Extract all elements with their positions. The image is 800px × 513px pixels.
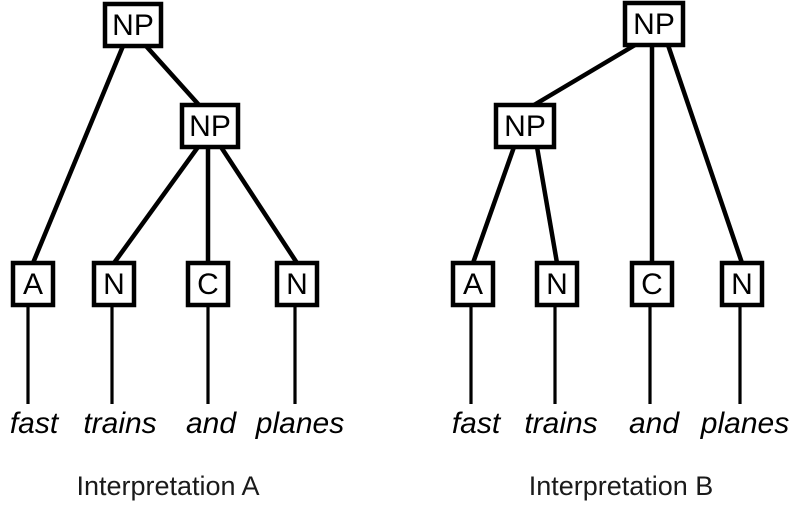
node-box xyxy=(179,102,241,150)
leaf-word-planes: planes xyxy=(700,407,789,440)
node-a-pos-n1[interactable]: N xyxy=(91,260,137,308)
node-a-pos-n2[interactable]: N xyxy=(274,260,320,308)
tree-b-edges xyxy=(470,43,745,264)
node-box xyxy=(534,260,580,308)
node-box xyxy=(10,260,56,308)
leaf-word-trains: trains xyxy=(83,407,156,440)
tree-interpretation-b: NP NP A N C N fast trains and planes Int… xyxy=(450,0,789,501)
node-b-pos-n2[interactable]: N xyxy=(719,260,765,308)
node-label: N xyxy=(731,268,753,301)
leaf-word-planes: planes xyxy=(255,407,344,440)
tree-a-edges xyxy=(30,44,299,265)
leaf-word-and: and xyxy=(186,407,237,440)
node-a-pos-c[interactable]: C xyxy=(185,260,231,308)
node-a-np-inner[interactable]: NP xyxy=(179,102,241,150)
node-label: A xyxy=(463,268,483,301)
edge-b-root-to-n2 xyxy=(665,44,745,264)
node-b-pos-c[interactable]: C xyxy=(629,260,675,308)
caption-interpretation-a: Interpretation A xyxy=(76,471,259,501)
node-label: C xyxy=(641,268,663,301)
node-label: N xyxy=(103,268,125,301)
node-box xyxy=(91,260,137,308)
edge-a-np-to-n2 xyxy=(219,145,299,265)
node-b-pos-a[interactable]: A xyxy=(450,260,496,308)
node-b-np-inner[interactable]: NP xyxy=(493,102,557,150)
node-b-np-root[interactable]: NP xyxy=(622,0,686,48)
node-label: NP xyxy=(189,110,231,143)
edge-b-np-to-a xyxy=(470,146,517,264)
leaf-word-fast: fast xyxy=(10,407,60,440)
node-box xyxy=(622,0,686,48)
node-a-pos-a[interactable]: A xyxy=(10,260,56,308)
node-b-pos-n1[interactable]: N xyxy=(534,260,580,308)
node-label: C xyxy=(197,268,219,301)
edge-b-np-to-n1 xyxy=(534,146,560,264)
edge-a-root-to-np xyxy=(144,44,201,107)
node-label: A xyxy=(23,268,43,301)
leaf-word-fast: fast xyxy=(452,407,502,440)
node-label: NP xyxy=(504,110,546,143)
leaf-word-trains: trains xyxy=(524,407,597,440)
edge-b-root-to-np xyxy=(532,43,637,107)
node-box xyxy=(629,260,675,308)
node-box xyxy=(274,260,320,308)
node-box xyxy=(450,260,496,308)
tree-interpretation-a: NP NP A N C N fast trains and planes Int… xyxy=(10,1,344,501)
node-a-np-root[interactable]: NP xyxy=(102,1,164,49)
node-label: NP xyxy=(633,8,675,41)
leaf-word-and: and xyxy=(629,407,680,440)
caption-interpretation-b: Interpretation B xyxy=(529,471,714,501)
edge-a-np-to-n1 xyxy=(112,145,200,265)
edge-a-root-to-a xyxy=(30,45,126,264)
node-box xyxy=(493,102,557,150)
node-label: N xyxy=(546,268,568,301)
node-box xyxy=(185,260,231,308)
node-label: NP xyxy=(112,9,154,42)
tree-a-leaf-stems xyxy=(26,306,297,404)
tree-b-leaf-stems xyxy=(469,306,742,404)
node-box xyxy=(719,260,765,308)
node-box xyxy=(102,1,164,49)
node-label: N xyxy=(286,268,308,301)
